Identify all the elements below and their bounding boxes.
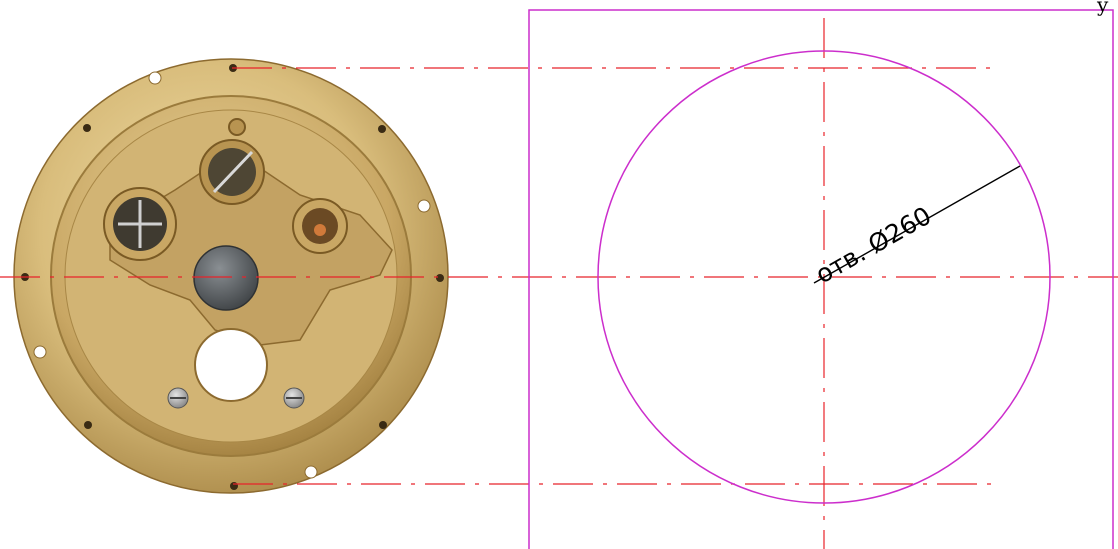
mounting-tabs [33,71,431,479]
bolt-hole [379,421,387,429]
grey-cap [193,245,259,311]
top-port [199,118,265,205]
cutout-outline [528,9,1114,549]
through-hole [194,328,268,402]
left-port [103,187,177,261]
tab-slot [417,199,431,213]
tab-slot [33,345,47,359]
bolt-hole [230,482,238,490]
right-port [292,198,348,254]
bolt-hole [378,125,386,133]
screws [167,387,305,409]
centerlines [0,18,1118,549]
dimension-leader-line [813,165,1021,284]
bolt-hole [83,124,91,132]
cutout-circle [597,50,1051,504]
tab-slot [148,71,162,85]
bolt-hole [436,274,444,282]
tab-slot [304,465,318,479]
dimension-label: отв. Ø260 [811,201,937,289]
corner-mark: y [1096,0,1109,17]
cutout-rectangle [528,9,1114,549]
bolt-hole [84,421,92,429]
brass-flange-photo [13,58,449,494]
